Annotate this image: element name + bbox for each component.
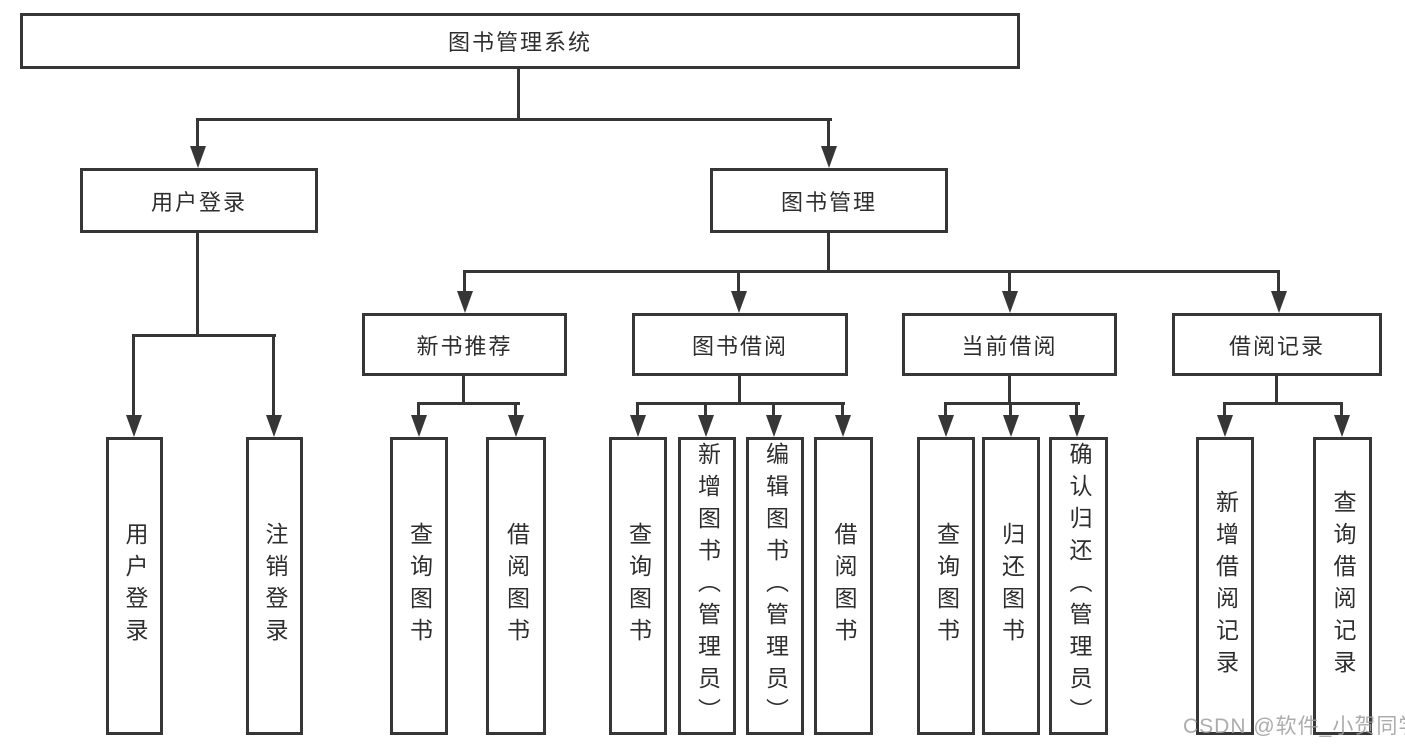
connector-stub <box>132 334 135 417</box>
leaf-query-borrow-record-label: 查询借阅记录 <box>1330 490 1356 682</box>
node-book-borrow: 图书借阅 <box>632 313 848 376</box>
leaf-edit-book-admin: 编辑图书（管理员） <box>746 437 804 735</box>
arrow-down-icon <box>1003 415 1019 437</box>
leaf-query-book-current: 查询图书 <box>917 437 975 735</box>
connector-stub <box>1009 402 1012 417</box>
arrow-down-icon <box>835 415 851 437</box>
leaf-query-book-borrow-label: 查询图书 <box>625 522 652 650</box>
leaf-confirm-return-admin: 确认归还（管理员） <box>1049 437 1108 735</box>
arrow-down-icon <box>821 146 837 168</box>
connector-root-stem <box>517 69 520 121</box>
leaf-user-login: 用户登录 <box>106 437 163 735</box>
leaf-add-book-admin-label: 新增图书（管理员） <box>694 442 721 730</box>
arrow-down-icon <box>1271 291 1287 313</box>
leaf-borrow-book-recommend-label: 借阅图书 <box>503 522 530 650</box>
connector-stub <box>514 402 517 417</box>
connector-new-book-stem <box>462 376 465 405</box>
arrow-down-icon <box>698 415 714 437</box>
leaf-query-book-recommend: 查询图书 <box>390 437 448 735</box>
arrow-down-icon <box>266 415 282 437</box>
leaf-logout-label: 注销登录 <box>262 522 288 650</box>
leaf-add-book-admin: 新增图书（管理员） <box>678 437 736 735</box>
connector-stub <box>944 402 947 417</box>
connector-stub <box>636 402 639 417</box>
leaf-edit-book-admin-label: 编辑图书（管理员） <box>762 442 789 730</box>
arrow-down-icon <box>766 415 782 437</box>
arrow-down-icon <box>731 291 747 313</box>
connector-stub <box>827 118 830 148</box>
connector-stub <box>272 334 275 417</box>
node-root: 图书管理系统 <box>20 13 1020 69</box>
leaf-query-borrow-record: 查询借阅记录 <box>1313 437 1372 735</box>
connector-borrow-records-branch <box>1223 402 1343 405</box>
leaf-user-login-label: 用户登录 <box>122 522 148 650</box>
connector-stub <box>196 118 199 148</box>
arrow-down-icon <box>508 415 524 437</box>
arrow-down-icon <box>126 415 142 437</box>
arrow-down-icon <box>190 146 206 168</box>
arrow-down-icon <box>457 291 473 313</box>
connector-stub <box>1008 270 1011 293</box>
connector-stub <box>704 402 707 417</box>
arrow-down-icon <box>411 415 427 437</box>
connector-book-mgmt-branch <box>463 270 1280 273</box>
leaf-borrow-book-label: 借阅图书 <box>831 522 857 650</box>
arrow-down-icon <box>1217 415 1233 437</box>
connector-stub <box>1223 402 1226 417</box>
connector-borrow-records-stem <box>1275 376 1278 405</box>
connector-stub <box>417 402 420 417</box>
connector-user-login-stem <box>196 233 199 337</box>
node-new-book-recommend: 新书推荐 <box>362 313 567 376</box>
leaf-borrow-book: 借阅图书 <box>814 437 873 735</box>
connector-current-borrow-branch <box>944 402 1080 405</box>
leaf-add-borrow-record: 新增借阅记录 <box>1196 437 1254 735</box>
connector-stub <box>463 270 466 293</box>
node-book-management: 图书管理 <box>710 168 948 233</box>
arrow-down-icon <box>1334 415 1350 437</box>
connector-book-borrow-branch <box>636 402 845 405</box>
leaf-query-book-recommend-label: 查询图书 <box>406 522 433 650</box>
connector-user-login-branch <box>132 334 276 337</box>
arrow-down-icon <box>1069 415 1085 437</box>
arrow-down-icon <box>938 415 954 437</box>
connector-stub <box>1277 270 1280 293</box>
arrow-down-icon <box>630 415 646 437</box>
connector-stub <box>1075 402 1078 417</box>
connector-book-borrow-stem <box>738 376 741 405</box>
leaf-borrow-book-recommend: 借阅图书 <box>486 437 546 735</box>
leaf-query-book-current-label: 查询图书 <box>933 522 960 650</box>
connector-new-book-branch <box>417 402 520 405</box>
connector-stub <box>1340 402 1343 417</box>
csdn-watermark: CSDN @软件_小贺同学 <box>1183 715 1405 738</box>
arrow-down-icon <box>1002 291 1018 313</box>
connector-stub <box>737 270 740 293</box>
leaf-confirm-return-admin-label: 确认归还（管理员） <box>1066 442 1092 730</box>
connector-stub <box>841 402 844 417</box>
connector-root-branch <box>196 118 832 121</box>
connector-current-borrow-stem <box>1008 376 1011 405</box>
connector-book-mgmt-stem <box>827 233 830 273</box>
node-user-login: 用户登录 <box>80 168 318 233</box>
node-current-borrow: 当前借阅 <box>902 313 1117 376</box>
leaf-query-book-borrow: 查询图书 <box>609 437 667 735</box>
leaf-return-book-label: 归还图书 <box>998 522 1025 650</box>
connector-stub <box>772 402 775 417</box>
leaf-return-book: 归还图书 <box>982 437 1040 735</box>
leaf-add-borrow-record-label: 新增借阅记录 <box>1212 490 1239 682</box>
leaf-logout: 注销登录 <box>246 437 303 735</box>
node-borrow-records: 借阅记录 <box>1172 313 1382 376</box>
